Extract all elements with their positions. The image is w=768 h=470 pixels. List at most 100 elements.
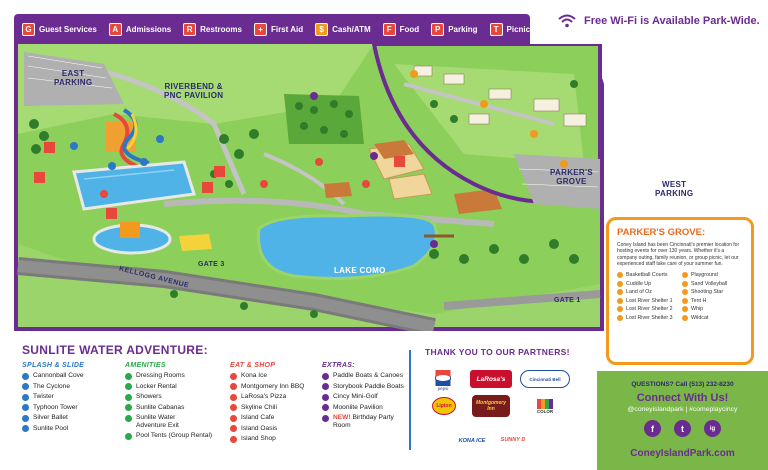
legend-admissions: A Admissions (108, 22, 171, 36)
list-item: Lost River Shelter 3 (617, 314, 678, 321)
bullet-icon (230, 404, 237, 411)
bullet-icon (230, 372, 237, 380)
bullet-icon (125, 372, 132, 380)
bullet-icon (682, 289, 688, 296)
bullet-icon (617, 297, 623, 304)
bullet-icon (125, 432, 132, 440)
list-item: Showers (125, 393, 225, 401)
bullet-icon (22, 383, 29, 390)
sunny-d-logo: SUNNY D (500, 437, 526, 443)
eat-shop-column: EAT & SHOP Kona Ice Montgomery Inn BBQ L… (230, 362, 325, 446)
list-item: Pool Tents (Group Rental) (125, 432, 225, 440)
website-link[interactable]: ConeyIslandPark.com (630, 448, 735, 459)
bullet-icon (682, 272, 688, 279)
twitter-icon[interactable]: t (674, 420, 691, 437)
extras-column: EXTRAS: Paddle Boats & Canoes Storybook … (322, 362, 407, 432)
wifi-text: Free Wi-Fi is Available Park-Wide. (584, 15, 760, 27)
legend-parking: P Parking (431, 22, 478, 36)
bullet-icon (230, 414, 237, 422)
bullet-icon (125, 383, 132, 390)
list-item: Island Cafe (230, 414, 325, 422)
park-map: EAST PARKING RIVERBEND & PNC PAVILION PA… (14, 44, 693, 331)
larosas-logo: LaRosa's (470, 370, 512, 388)
parkers-grove-info: PARKER'S GROVE: Coney Island has been Ci… (606, 217, 754, 365)
list-item: Shooting Star (682, 289, 743, 296)
list-item: Kona Ice (230, 372, 325, 380)
legend-first-aid: + First Aid (253, 22, 303, 36)
new-badge: NEW! (333, 414, 351, 421)
guest-services-icon: G (22, 22, 35, 36)
bullet-icon (22, 404, 29, 411)
bullet-icon (230, 393, 237, 401)
picnic-area-icon: T (489, 22, 503, 36)
list-item: Silver Ballet (22, 414, 117, 422)
list-item: NEW! Birthday Party Room (322, 414, 407, 429)
map-illustration (14, 44, 604, 331)
wifi-icon (558, 14, 576, 28)
amenities-heading: AMENITIES (125, 362, 166, 369)
list-item: The Cyclone (22, 383, 117, 390)
lake-como-label: LAKE COMO (334, 266, 386, 275)
bullet-icon (617, 289, 623, 296)
list-item: Dressing Rooms (125, 372, 225, 380)
bullet-icon (617, 306, 623, 313)
legend-guest-services: G Guest Services (22, 22, 97, 36)
wifi-notice: Free Wi-Fi is Available Park-Wide. (558, 14, 760, 28)
parkers-grove-description: Coney Island has been Cincinnati's premi… (617, 242, 740, 267)
list-item: Tent H (682, 297, 743, 304)
bullet-icon (230, 383, 237, 390)
amenities-column: AMENITIES Dressing Rooms Locker Rental S… (125, 362, 225, 443)
list-item: Cannonball Cove (22, 372, 117, 380)
color-logo: COLOR (530, 395, 560, 417)
list-item: Sunlite Water Adventure Exit (125, 414, 225, 429)
list-item: Paddle Boats & Canoes (322, 372, 407, 380)
splash-column: SPLASH & SLIDE Cannonball Cove The Cyclo… (22, 362, 117, 435)
instagram-icon[interactable]: ig (704, 420, 721, 437)
bullet-icon (125, 393, 132, 401)
divider (409, 350, 411, 450)
admissions-icon: A (108, 22, 122, 36)
list-item: Lost River Shelter 2 (617, 306, 678, 313)
bullet-icon (682, 306, 688, 313)
riverbend-label: RIVERBEND & PNC PAVILION (164, 82, 224, 100)
bullet-icon (322, 372, 329, 380)
bullet-icon (682, 297, 688, 304)
east-parking-label: EAST PARKING (54, 69, 93, 87)
legend-picnic-area: T Picnic Area (489, 22, 550, 36)
bullet-icon (617, 314, 623, 321)
list-item: Sand Volleyball (682, 280, 743, 287)
bullet-icon (322, 393, 329, 401)
list-item: Wildcat (682, 314, 743, 321)
legend-bar: G Guest Services A Admissions R Restroom… (14, 14, 550, 44)
cash-atm-icon: $ (315, 22, 329, 36)
list-item: Lost River Shelter 1 (617, 297, 678, 304)
bullet-icon (22, 393, 29, 401)
bullet-icon (125, 414, 132, 422)
sunlite-title: SUNLITE WATER ADVENTURE: (22, 343, 208, 357)
lipton-logo: Lipton (432, 397, 456, 415)
social-handles: @coneyislandpark | #comeplaycincy (627, 406, 738, 413)
list-item: Sunlite Pool (22, 425, 117, 432)
partners-title: THANK YOU TO OUR PARTNERS! (425, 347, 570, 357)
food-icon: F (382, 22, 396, 36)
questions-phone[interactable]: QUESTIONS? Call (513) 232-8230 (631, 381, 734, 388)
facebook-icon[interactable]: f (644, 420, 661, 437)
list-item: Twister (22, 393, 117, 401)
list-item: Sunlite Cabanas (125, 404, 225, 411)
list-item: Typhoon Tower (22, 404, 117, 411)
legend-food: F Food (382, 22, 419, 36)
gate-1-label: GATE 1 (554, 297, 581, 304)
list-item: Locker Rental (125, 383, 225, 390)
bullet-icon (230, 435, 237, 443)
kona-ice-logo: KONA ICE (458, 438, 486, 444)
parking-icon: P (431, 22, 445, 36)
bullet-icon (22, 425, 29, 432)
list-item: Land of Oz (617, 289, 678, 296)
list-item: LaRosa's Pizza (230, 393, 325, 401)
montgomery-inn-logo: Montgomery Inn (472, 395, 510, 417)
gate-3-label: GATE 3 (198, 261, 225, 268)
splash-heading: SPLASH & SLIDE (22, 362, 85, 369)
list-item: Whip (682, 306, 743, 313)
list-item: Cincy Mini-Golf (322, 393, 407, 401)
list-item: Playground (682, 272, 743, 279)
